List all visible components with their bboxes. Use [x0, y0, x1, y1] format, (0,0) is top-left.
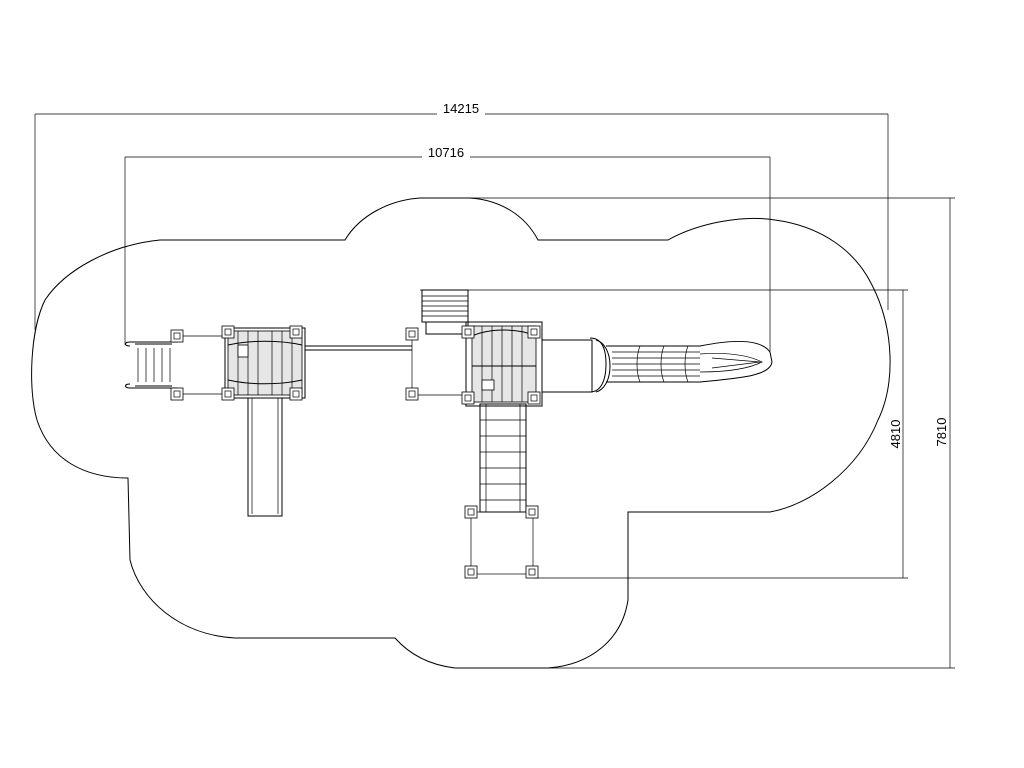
dimension-equipment-width: 10716	[124, 145, 771, 352]
roof-panel	[421, 289, 469, 335]
left-deck	[221, 325, 306, 401]
left-ladder	[125, 341, 178, 389]
dimension-label-equipment-width: 10716	[428, 145, 464, 160]
dimension-overall-width: 14215	[34, 101, 889, 330]
connecting-bridge	[305, 327, 465, 401]
dimension-label-equipment-depth: 4810	[888, 420, 903, 449]
dimension-equipment-depth: 4810	[420, 289, 908, 579]
left-straight-slide	[247, 397, 283, 517]
dimension-overall-depth: 7810	[462, 197, 955, 669]
lower-platform	[464, 505, 539, 579]
dimension-label-overall-width: 14215	[443, 101, 479, 116]
dimension-label-overall-depth: 7810	[934, 418, 949, 447]
tube-slide	[541, 337, 773, 393]
center-tower	[461, 321, 543, 407]
ladder-posts	[170, 329, 225, 401]
boundary-outline	[31, 197, 891, 669]
climbing-tube	[479, 403, 527, 513]
